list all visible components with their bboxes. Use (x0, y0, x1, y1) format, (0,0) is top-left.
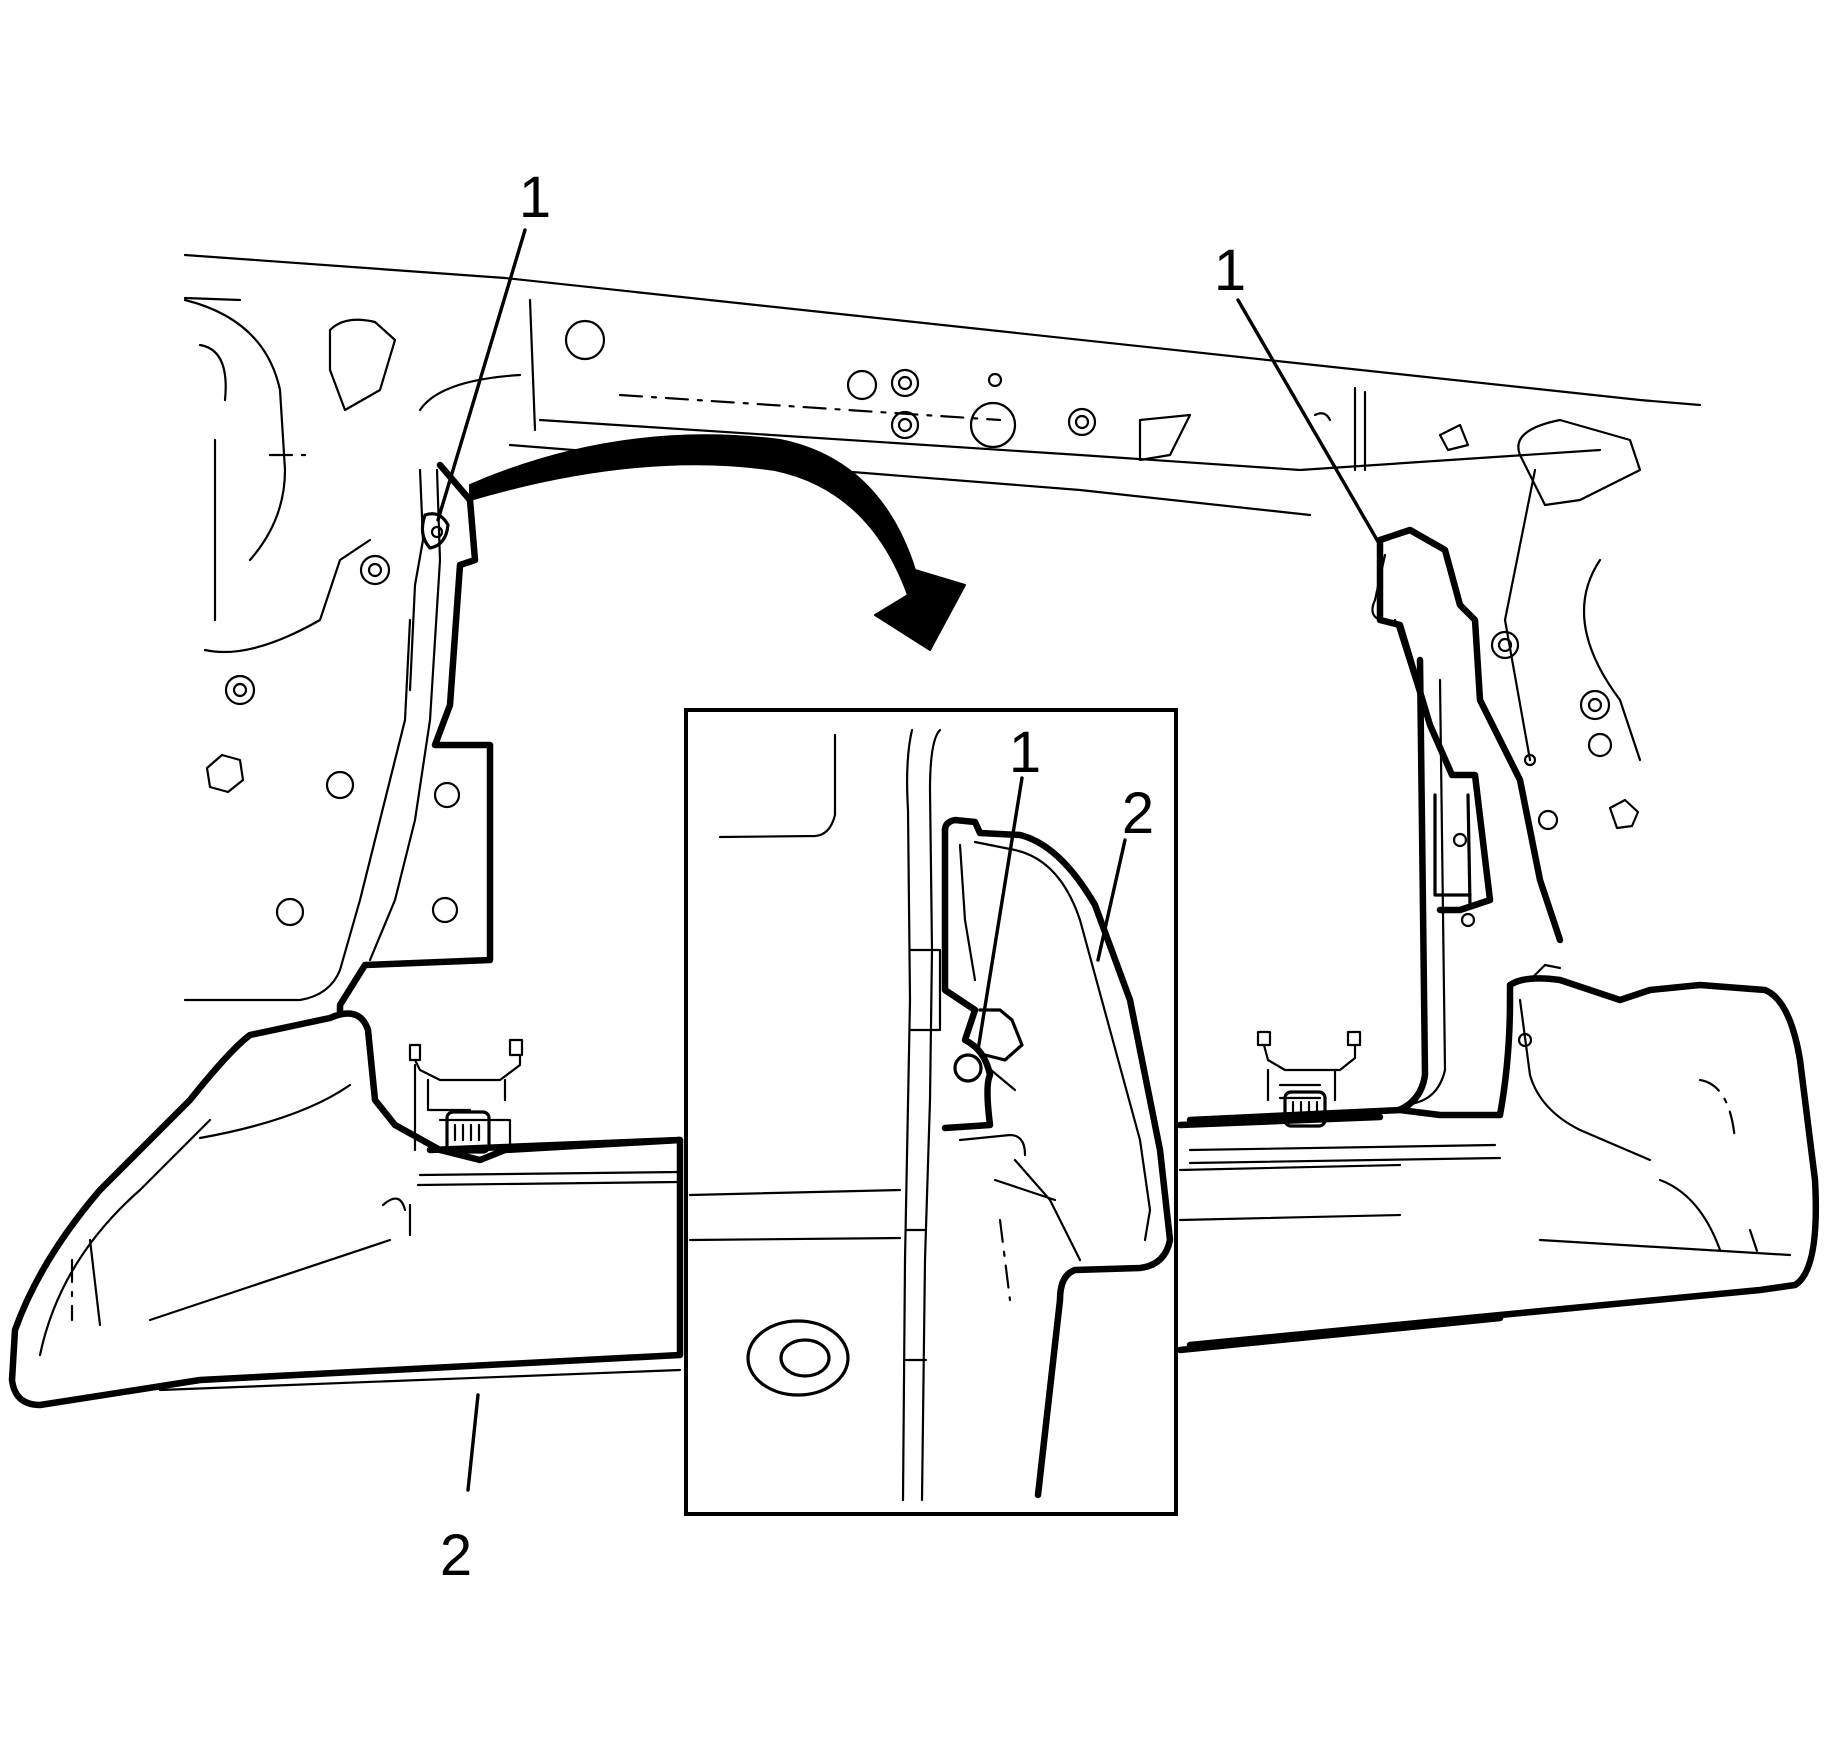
leader-lines (436, 228, 1382, 1492)
tie-bar-hole (564, 319, 606, 361)
retainer-clip (953, 1053, 983, 1083)
leader-bottom (466, 1393, 480, 1492)
callout-2-bottom: 2 (440, 1523, 472, 1588)
connector-plug (1283, 1090, 1327, 1128)
leader-top-right (1236, 298, 1382, 547)
retainer-clip (420, 512, 450, 550)
detail-inset (684, 708, 1178, 1516)
callout-1-top-right: 1 (1214, 238, 1246, 303)
radiator-support-frame (183, 253, 1702, 1002)
leader-top-left (436, 228, 527, 522)
leader-inset-2 (1096, 838, 1127, 962)
right-harness-connector (1256, 1030, 1362, 1128)
lower-air-deflector (8, 1010, 684, 1409)
detail-arrow (469, 434, 966, 651)
callout-labels: 1 1 1 2 2 (440, 165, 1246, 1588)
callout-1-inset: 1 (1009, 720, 1041, 785)
callout-2-inset: 2 (1122, 781, 1154, 846)
leader-inset-1 (976, 776, 1024, 1052)
connector-plug (445, 1110, 491, 1154)
callout-1-top-left: 1 (519, 165, 551, 230)
left-deflector-side (336, 461, 494, 1032)
lower-bar-right-section (1176, 1113, 1504, 1354)
grommet (746, 1319, 850, 1397)
left-harness-connector (408, 1038, 524, 1154)
lower-air-deflector-right-wing (1186, 963, 1820, 1349)
tie-bar-hole (846, 369, 878, 401)
